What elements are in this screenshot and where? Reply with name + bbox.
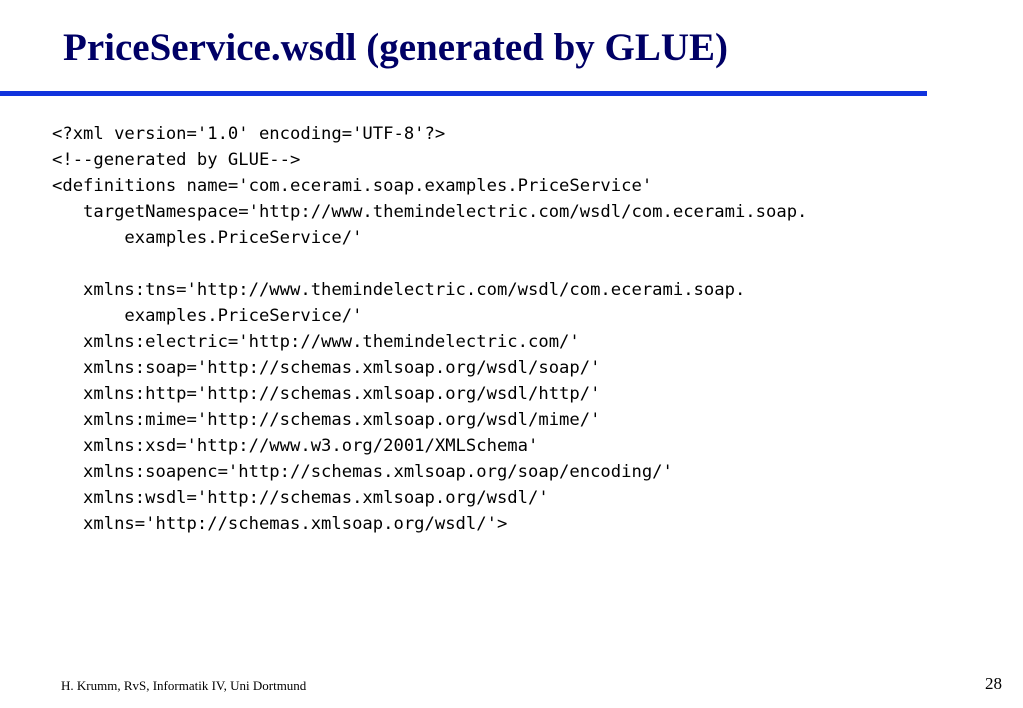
title-underline — [0, 91, 927, 96]
code-line: xmlns:soap='http://schemas.xmlsoap.org/w… — [52, 358, 601, 378]
code-line: <definitions name='com.ecerami.soap.exam… — [52, 176, 653, 196]
code-line: xmlns='http://schemas.xmlsoap.org/wsdl/'… — [52, 514, 508, 534]
code-line — [52, 251, 807, 277]
code-line: <!--generated by GLUE--> — [52, 150, 301, 170]
code-line: xmlns:http='http://schemas.xmlsoap.org/w… — [52, 384, 601, 404]
page-number: 28 — [985, 674, 1002, 693]
footer-author: H. Krumm, RvS, Informatik IV, Uni Dortmu… — [61, 678, 307, 693]
code-line: xmlns:tns='http://www.themindelectric.co… — [52, 280, 746, 300]
slide-title: PriceService.wsdl (generated by GLUE) — [63, 26, 729, 69]
code-line: xmlns:xsd='http://www.w3.org/2001/XMLSch… — [52, 436, 539, 456]
code-line: xmlns:wsdl='http://schemas.xmlsoap.org/w… — [52, 488, 549, 508]
code-line: xmlns:mime='http://schemas.xmlsoap.org/w… — [52, 410, 601, 430]
wsdl-code-block: <?xml version='1.0' encoding='UTF-8'?> <… — [52, 121, 807, 537]
code-line: targetNamespace='http://www.themindelect… — [52, 202, 808, 222]
code-line: examples.PriceService/' — [52, 306, 363, 326]
code-line: xmlns:soapenc='http://schemas.xmlsoap.or… — [52, 462, 673, 482]
code-line: examples.PriceService/' — [52, 228, 363, 248]
code-line: <?xml version='1.0' encoding='UTF-8'?> — [52, 124, 446, 144]
code-line: xmlns:electric='http://www.themindelectr… — [52, 332, 580, 352]
